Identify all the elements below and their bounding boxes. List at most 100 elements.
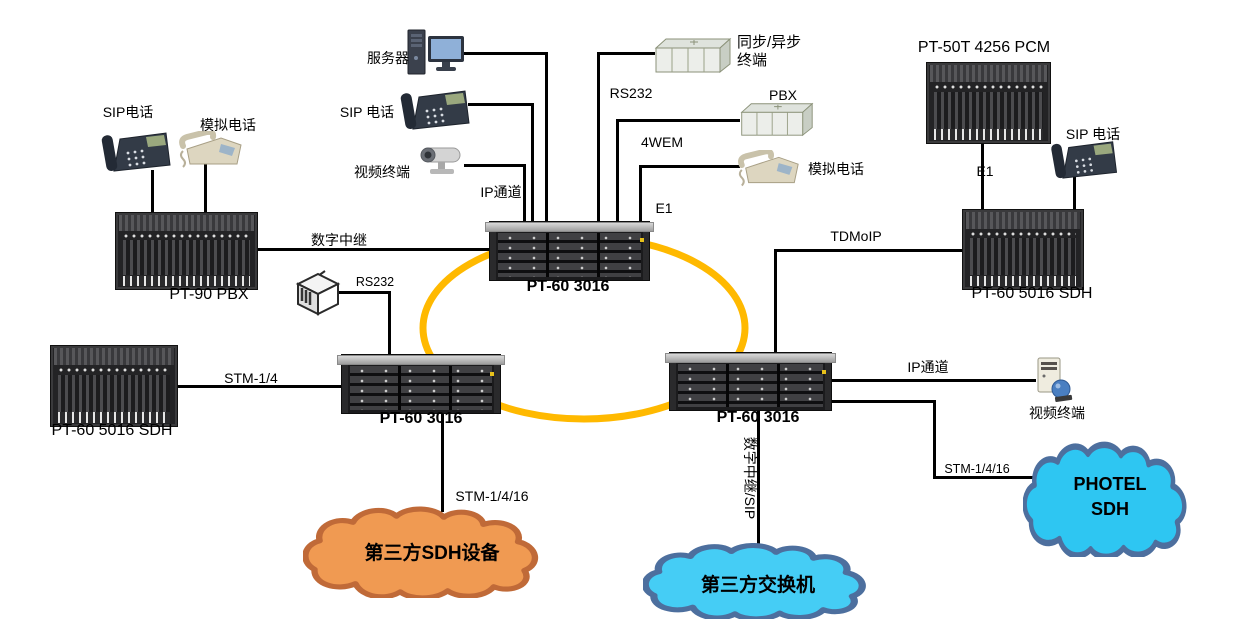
analog-phone-icon xyxy=(738,150,799,187)
e1-center-label: E1 xyxy=(655,200,673,216)
chassis-card-levers xyxy=(970,275,1076,286)
chassis-screw-row xyxy=(123,232,250,239)
connection-line xyxy=(531,103,534,222)
device-pt90-pbx xyxy=(115,212,258,290)
chassis-card-levers xyxy=(58,412,170,423)
chassis-card-slots xyxy=(934,91,1043,129)
device-pt60-3016-right xyxy=(665,352,836,411)
pt60-3016-top-label: PT-60 3016 xyxy=(526,278,610,295)
video-terminal-icon xyxy=(1037,357,1073,402)
sip-phone-top-left-label: SIP电话 xyxy=(102,104,154,120)
connection-line xyxy=(639,165,642,222)
third-party-sdh-cloud xyxy=(303,506,538,598)
sync-async-terminal-label: 同步/异步 终端 xyxy=(737,34,801,70)
connection-line xyxy=(774,249,777,353)
connection-line xyxy=(545,52,548,222)
connection-line xyxy=(1073,176,1076,210)
connection-line xyxy=(468,103,534,106)
rs232-top-label: RS232 xyxy=(609,85,653,101)
device-pt50t-pcm xyxy=(926,62,1051,144)
chassis-card-levers xyxy=(123,276,250,286)
status-led xyxy=(822,370,826,374)
device-pt60-5016-right xyxy=(962,209,1084,290)
video-terminal-right-label: 视频终端 xyxy=(1029,405,1085,421)
device-pt60-5016-left xyxy=(50,345,178,427)
rs232-mid-label: RS232 xyxy=(355,275,395,289)
connection-line xyxy=(639,165,740,168)
connection-line xyxy=(255,248,489,251)
pbx-cabinet-icon xyxy=(740,102,814,137)
device-pt60-3016-left xyxy=(337,354,505,414)
connection-line xyxy=(933,400,936,478)
chassis-card-slots xyxy=(970,238,1076,275)
connection-line xyxy=(981,140,984,210)
chassis-top-cap xyxy=(337,355,505,365)
device-pt60-3016-top xyxy=(485,221,654,281)
chassis-lid xyxy=(930,65,1047,82)
pt60-5016-right-label: PT-60 5016 SDH xyxy=(971,285,1093,302)
wem4-label: 4WEM xyxy=(641,134,683,150)
digital-trunk-label: 数字中继 xyxy=(311,232,367,248)
chassis-top-cap xyxy=(485,222,654,232)
e1-right-label: E1 xyxy=(976,163,994,179)
chassis-card-levers xyxy=(934,129,1043,140)
photel-label-line1: PHOTEL xyxy=(1073,474,1147,494)
stm1416-left-label: STM-1/4/16 xyxy=(455,488,529,504)
chassis-module-rows xyxy=(678,364,823,407)
chassis-screw-row xyxy=(58,366,170,374)
connection-line xyxy=(830,379,1036,382)
sip-phone-icon xyxy=(400,90,470,130)
status-led xyxy=(640,238,644,242)
chassis-card-slots xyxy=(58,374,170,412)
status-led xyxy=(490,372,494,376)
stm14-label: STM-1/4 xyxy=(224,370,278,386)
sync-async-line1: 同步/异步 xyxy=(737,34,802,51)
connection-line xyxy=(523,164,526,222)
pt60-3016-right-label: PT-60 3016 xyxy=(716,409,800,426)
video-terminal-center-label: 视频终端 xyxy=(354,164,410,180)
analog-phone-top-left-label: 模拟电话 xyxy=(200,117,256,133)
ip-channel-right-label: IP通道 xyxy=(907,359,949,375)
chassis-lid xyxy=(119,215,254,231)
connection-line xyxy=(757,408,760,549)
connection-line xyxy=(820,400,936,403)
analog-phone-right-label: 模拟电话 xyxy=(808,161,864,177)
connection-line xyxy=(388,291,391,355)
pt50t-pcm-label: PT-50T 4256 PCM xyxy=(917,39,1051,56)
sync-async-terminal-icon xyxy=(654,37,732,74)
chassis-module-rows xyxy=(350,366,492,410)
video-camera-icon xyxy=(420,147,461,174)
sip-phone-right-label: SIP 电话 xyxy=(1065,126,1121,142)
chassis-screw-row xyxy=(934,83,1043,91)
pt60-5016-left-label: PT-60 5016 SDH xyxy=(51,422,173,439)
sync-async-line2: 终端 xyxy=(737,52,768,69)
chassis-screw-row xyxy=(970,230,1076,237)
photel-label-line2: SDH xyxy=(1090,499,1130,519)
connection-line xyxy=(151,170,154,215)
ip-channel-center-label: IP通道 xyxy=(480,184,522,200)
connection-line xyxy=(616,119,740,122)
stm1416-right-label: STM-1/4/16 xyxy=(944,462,1010,476)
server-label: 服务器 xyxy=(367,50,409,66)
photel-sdh-label: PHOTEL SDH xyxy=(1073,472,1146,522)
analog-phone-icon xyxy=(179,131,242,168)
digital-trunk-sip-label: 数字中继/SIP xyxy=(742,436,758,520)
connection-line xyxy=(616,119,619,222)
connection-line xyxy=(774,249,964,252)
sip-phone-icon xyxy=(101,132,171,172)
connection-line xyxy=(597,52,600,222)
connection-line xyxy=(456,52,548,55)
third-party-switch-cloud xyxy=(643,543,866,619)
pbx-box-label: PBX xyxy=(768,87,798,103)
pt90-pbx-label: PT-90 PBX xyxy=(169,286,249,303)
tdmoip-label: TDMoIP xyxy=(830,228,882,244)
connection-line xyxy=(336,291,391,294)
rs232-device-icon xyxy=(295,270,341,316)
third-party-switch-label: 第三方交换机 xyxy=(700,575,816,596)
pt60-3016-left-label: PT-60 3016 xyxy=(379,410,463,427)
chassis-lid xyxy=(966,212,1080,229)
chassis-module-rows xyxy=(498,233,641,277)
sip-phone-icon xyxy=(1051,141,1118,179)
connection-line xyxy=(441,410,444,512)
